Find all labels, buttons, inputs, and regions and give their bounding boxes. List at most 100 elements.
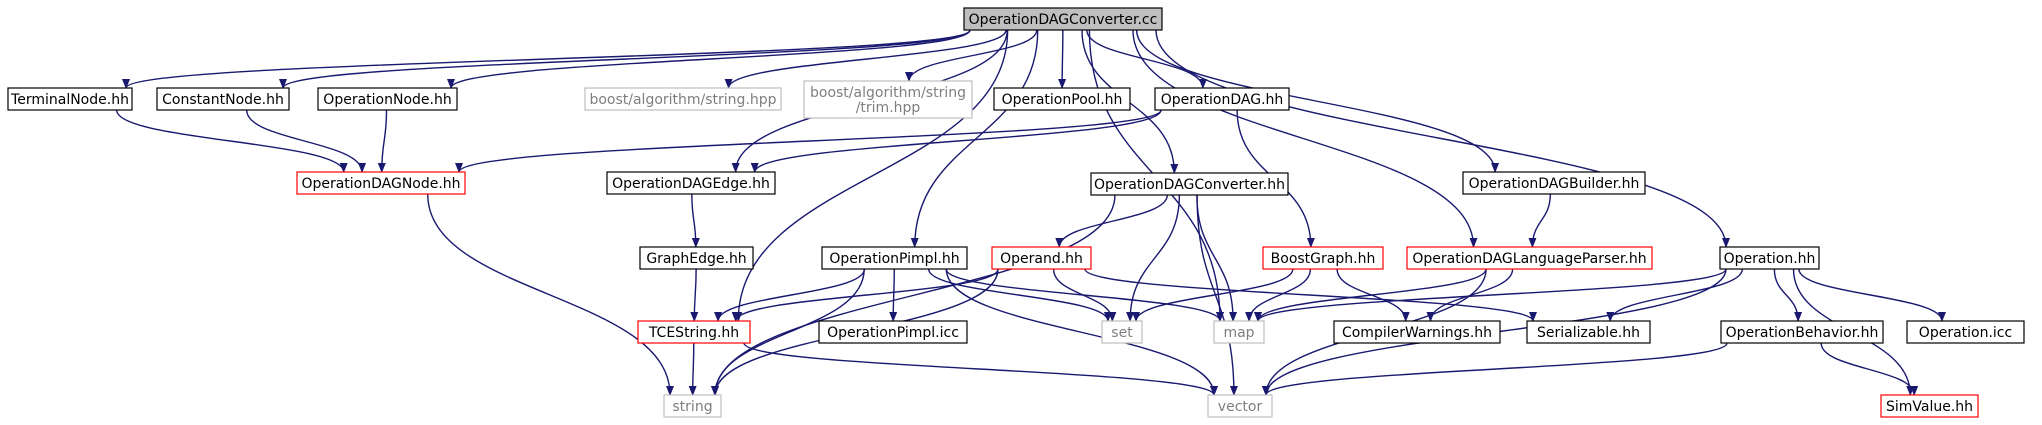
node-set[interactable]: set (1101, 320, 1143, 344)
edge-operationpimpl-hh-to-tcestring (714, 268, 866, 322)
node-box-operationdag (1154, 87, 1290, 111)
node-boostgraph[interactable]: BoostGraph.hh (1262, 246, 1384, 270)
edge-boostgraph-to-set (1132, 268, 1294, 322)
node-label-root: OperationDAGConverter.cc (969, 12, 1158, 28)
node-label-operation-hh: Operation.hh (1724, 251, 1816, 267)
node-box-root (963, 7, 1163, 31)
node-box-operationdagedge (606, 171, 776, 195)
node-label-operationdagbuilder: OperationDAGBuilder.hh (1469, 176, 1640, 192)
node-label-string: string (672, 399, 712, 415)
node-box-operationnode (317, 87, 458, 111)
edge-boostgraph-to-map (1245, 268, 1312, 322)
node-box-operationdagnode (296, 171, 466, 195)
node-operationdaglanguageparser[interactable]: OperationDAGLanguageParser.hh (1406, 246, 1653, 270)
node-label-operationdag: OperationDAG.hh (1161, 92, 1284, 108)
edge-operation-hh-to-serializable (1606, 268, 1744, 322)
node-label-operationdagnode: OperationDAGNode.hh (301, 176, 460, 192)
node-box-string (663, 394, 722, 418)
node-box-compilerwarnings (1333, 320, 1501, 344)
node-constantnode[interactable]: ConstantNode.hh (156, 87, 290, 111)
edge-root-to-operationdagbuilder (1135, 29, 1500, 173)
node-box-constantnode (156, 87, 290, 111)
node-operationpool[interactable]: OperationPool.hh (993, 87, 1131, 111)
node-graphedge[interactable]: GraphEdge.hh (639, 246, 754, 270)
node-operationpimpl-hh[interactable]: OperationPimpl.hh (821, 246, 968, 270)
node-operationnode[interactable]: OperationNode.hh (317, 87, 458, 111)
node-operationbehavior[interactable]: OperationBehavior.hh (1720, 320, 1884, 344)
edge-operationpimpl-hh-to-set (927, 268, 1112, 322)
edge-operationdagnode-to-string (427, 193, 674, 396)
edge-operationpimpl-hh-to-vector (945, 268, 1218, 396)
node-box-boostgraph (1262, 246, 1384, 270)
node-map[interactable]: map (1213, 320, 1265, 344)
node-root[interactable]: OperationDAGConverter.cc (963, 7, 1163, 31)
edge-operationbehavior-to-vector (1262, 342, 1728, 396)
node-box-operand (991, 246, 1092, 270)
node-label-operationdagedge: OperationDAGEdge.hh (612, 176, 770, 192)
node-box-operationbehavior (1720, 320, 1884, 344)
edge-root-to-constantnode (279, 29, 971, 89)
node-operationdagbuilder[interactable]: OperationDAGBuilder.hh (1462, 171, 1646, 195)
edge-operationdag-to-operationdagedge (750, 109, 1162, 173)
node-operationdag[interactable]: OperationDAG.hh (1154, 87, 1290, 111)
node-operationdagedge[interactable]: OperationDAGEdge.hh (606, 171, 776, 195)
edge-operationdagconverter-hh-to-map (1196, 194, 1238, 322)
edge-tcestring-to-string (688, 342, 697, 396)
node-box-boost-string (584, 87, 782, 111)
edge-operationdag-to-operationdagnode (455, 109, 1162, 173)
node-boost-string[interactable]: boost/algorithm/string.hpp (584, 87, 782, 111)
node-box-operationpimpl-hh (821, 246, 968, 270)
node-label-operand: Operand.hh (1000, 251, 1083, 267)
node-operationdagnode[interactable]: OperationDAGNode.hh (296, 171, 466, 195)
edge-root-to-operationpimpl-hh (910, 29, 1039, 248)
node-label-constantnode: ConstantNode.hh (162, 92, 284, 108)
node-box-tcestring (637, 320, 751, 344)
node-label-map: map (1223, 325, 1254, 341)
edge-operation-hh-to-operation-icc (1798, 268, 1946, 322)
node-operationpimpl-icc[interactable]: OperationPimpl.icc (818, 320, 968, 344)
edge-root-to-operationdag (1086, 29, 1207, 89)
node-box-graphedge (639, 246, 754, 270)
edge-root-to-operation-hh (1155, 29, 1730, 248)
node-box-simvalue (1880, 394, 1979, 418)
node-operationdagconverter-hh[interactable]: OperationDAGConverter.hh (1090, 172, 1289, 196)
edge-operationdagconverter-hh-to-operand (1055, 194, 1168, 248)
node-compilerwarnings[interactable]: CompilerWarnings.hh (1333, 320, 1501, 344)
node-box-map (1213, 320, 1265, 344)
edge-root-to-tcestring (734, 29, 1009, 322)
node-label-compilerwarnings: CompilerWarnings.hh (1342, 325, 1492, 341)
node-tcestring[interactable]: TCEString.hh (637, 320, 751, 344)
node-label-vector: vector (1218, 399, 1263, 415)
edge-operation-hh-to-map (1254, 268, 1727, 322)
node-serializable[interactable]: Serializable.hh (1526, 320, 1651, 344)
node-simvalue[interactable]: SimValue.hh (1880, 394, 1979, 418)
node-operand[interactable]: Operand.hh (991, 246, 1092, 270)
edge-terminalnode-to-operationdagnode (115, 109, 348, 173)
node-label-operationpimpl-hh: OperationPimpl.hh (829, 251, 959, 267)
node-operation-hh[interactable]: Operation.hh (1719, 246, 1820, 270)
node-box-operation-hh (1719, 246, 1820, 270)
node-string[interactable]: string (663, 394, 722, 418)
node-label-serializable: Serializable.hh (1537, 325, 1640, 341)
node-label-graphedge: GraphEdge.hh (646, 251, 746, 267)
edge-root-to-boost-string (724, 29, 1007, 89)
node-vector[interactable]: vector (1207, 394, 1273, 418)
node-operation-icc[interactable]: Operation.icc (1906, 320, 2025, 344)
node-label-operation-icc: Operation.icc (1919, 325, 2012, 341)
edge-operationdagedge-to-graphedge (691, 193, 700, 248)
node-box-vector (1207, 394, 1273, 418)
edge-root-to-operationpool (1058, 29, 1067, 89)
node-box-serializable (1526, 320, 1651, 344)
edge-tcestring-to-vector (743, 342, 1218, 396)
node-terminalnode[interactable]: TerminalNode.hh (7, 87, 133, 111)
node-label-operationdagconverter-hh: OperationDAGConverter.hh (1094, 177, 1285, 193)
edge-operationdagconverter-hh-to-set (1126, 194, 1181, 322)
edge-constantnode-to-operationdagnode (246, 109, 367, 173)
node-boost-trim[interactable]: boost/algorithm/string/trim.hpp (803, 80, 973, 119)
node-label-tcestring: TCEString.hh (648, 325, 739, 341)
node-label-set: set (1111, 325, 1133, 341)
node-box-operationpool (993, 87, 1131, 111)
